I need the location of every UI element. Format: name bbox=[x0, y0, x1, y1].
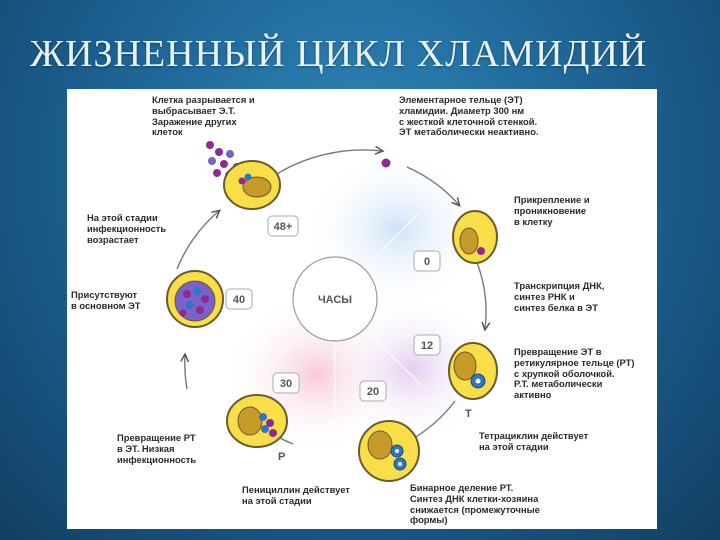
svg-text:30: 30 bbox=[280, 378, 292, 390]
tick-0: 0 bbox=[413, 250, 441, 272]
label-rb-conversion: Превращение ЭТ в ретикулярное тельце (РТ… bbox=[514, 346, 635, 401]
attachment-cell-icon bbox=[452, 210, 498, 264]
life-cycle-diagram: ЧАСЫ 0 12 20 30 40 48+ bbox=[166, 141, 498, 482]
label-rb-to-eb: Превращение РТ в ЭТ. Низкая инфекционнос… bbox=[117, 432, 197, 465]
label-binary-fission: Бинарное деление РТ. Синтез ДНК клетки-х… bbox=[410, 482, 540, 526]
tick-48: 48+ bbox=[267, 215, 299, 237]
elementary-body-icon bbox=[381, 158, 391, 168]
tetracycline-marker: T bbox=[465, 408, 472, 420]
rupturing-cell-icon bbox=[223, 160, 281, 210]
mature-inclusion-cell-icon bbox=[166, 270, 224, 328]
tick-40: 40 bbox=[225, 288, 253, 310]
label-release: Клетка разрывается и выбрасывает Э.Т. За… bbox=[152, 94, 255, 138]
tick-12: 12 bbox=[413, 334, 441, 356]
tick-20: 20 bbox=[359, 380, 387, 402]
label-attachment: Прикрепление и проникновение в клетку bbox=[514, 194, 590, 227]
label-infectivity: На этой стадии инфекционность возрастает bbox=[87, 212, 167, 245]
clock-center bbox=[292, 256, 378, 342]
slide-title: ЖИЗНЕННЫЙ ЦИКЛ ХЛАМИДИЙ bbox=[30, 33, 648, 75]
svg-text:20: 20 bbox=[367, 386, 379, 398]
label-present-et: Присутствуют в основном ЭТ bbox=[71, 289, 141, 311]
clock-center-label: ЧАСЫ bbox=[318, 294, 352, 306]
label-transcription: Транскрипция ДНК, синтез РНК и синтез бе… bbox=[514, 280, 605, 313]
rb-conversion-cell-icon bbox=[448, 342, 498, 400]
tick-30: 30 bbox=[272, 372, 300, 394]
svg-text:48+: 48+ bbox=[274, 221, 293, 233]
label-elementary-body: Элементарное тельце (ЭТ) хламидии. Диаме… bbox=[399, 94, 539, 138]
rb-to-eb-cell-icon bbox=[226, 394, 288, 448]
diagram-panel: ЧАСЫ 0 12 20 30 40 48+ bbox=[67, 89, 657, 529]
svg-text:40: 40 bbox=[233, 294, 245, 306]
label-penicillin: Пенициллин действует на этой стадии bbox=[242, 484, 350, 506]
penicillin-marker: P bbox=[278, 451, 285, 463]
label-tetracycline: Тетрациклин действует на этой стадии bbox=[479, 430, 589, 452]
svg-text:0: 0 bbox=[424, 256, 430, 268]
svg-text:12: 12 bbox=[421, 340, 433, 352]
binary-fission-cell-icon bbox=[358, 420, 420, 482]
